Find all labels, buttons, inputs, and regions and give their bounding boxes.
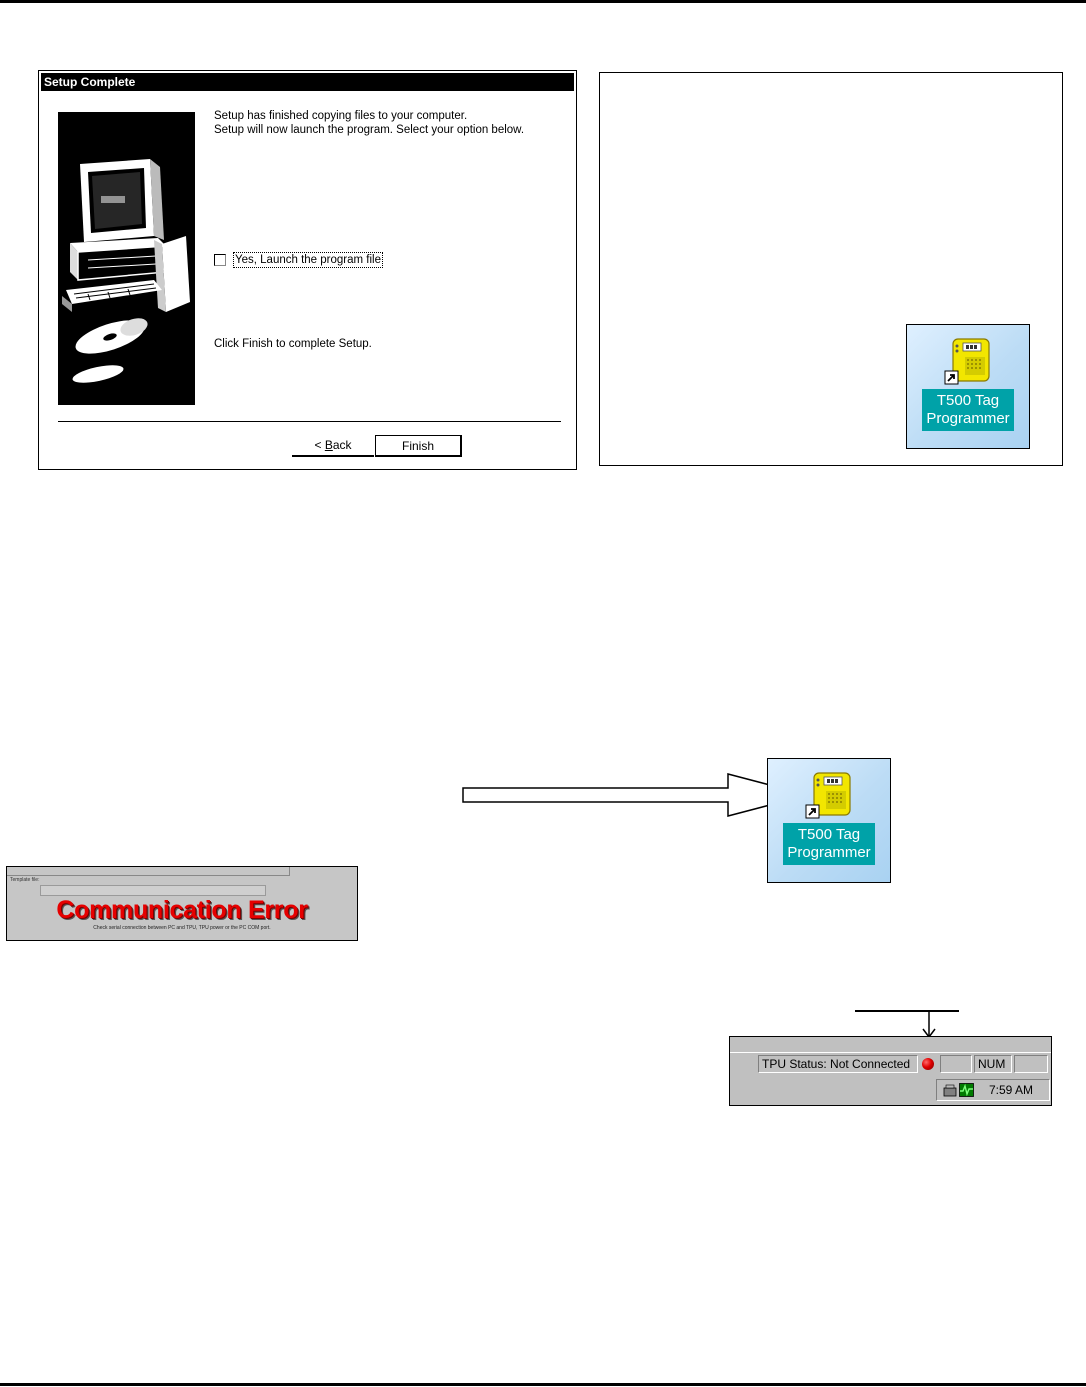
back-button-accel: B <box>324 438 333 452</box>
setup-complete-dialog: Setup Complete <box>38 70 577 470</box>
launch-program-checkbox[interactable] <box>214 254 226 266</box>
desktop-area: T500 Tag Programmer <box>599 72 1063 466</box>
num-lock-indicator: NUM <box>974 1055 1012 1073</box>
system-tray: 7:59 AM <box>936 1079 1050 1101</box>
tpu-status-pane: TPU Status: Not Connected <box>758 1055 918 1073</box>
back-button-rest: ack <box>332 438 352 452</box>
t500-shortcut-desktop[interactable]: T500 Tag Programmer <box>906 324 1030 449</box>
tag-programmer-icon <box>944 338 990 385</box>
dialog-title: Setup Complete <box>41 73 574 91</box>
shortcut-caption-line1: T500 Tag <box>797 826 861 843</box>
launch-program-option[interactable]: Yes, Launch the program file <box>214 252 383 268</box>
connection-hint: Check serial connection between PC and T… <box>93 925 271 931</box>
empty-status-pane <box>1014 1055 1048 1073</box>
template-file-field[interactable] <box>40 885 266 896</box>
back-button[interactable]: < Back <box>292 435 374 457</box>
network-activity-icon[interactable] <box>959 1083 974 1097</box>
dialog-message: Setup has finished copying files to your… <box>214 109 564 137</box>
blank-status-pane <box>940 1055 972 1073</box>
shortcut-caption: T500 Tag Programmer <box>922 389 1014 431</box>
panel-top-bar <box>7 867 290 876</box>
bottom-rule <box>0 1383 1086 1386</box>
shortcut-caption-line1: T500 Tag <box>936 392 1000 409</box>
message-line-1: Setup has finished copying files to your… <box>214 110 468 122</box>
tag-programmer-icon <box>805 772 851 819</box>
back-button-prefix: < <box>314 438 325 452</box>
launch-program-label[interactable]: Yes, Launch the program file <box>233 252 383 268</box>
connection-status-led <box>922 1058 934 1070</box>
computer-illustration <box>58 112 195 405</box>
pointer-arrow-icon <box>462 773 811 817</box>
communication-error-text: Communication Error <box>56 896 308 924</box>
top-rule <box>0 0 1086 3</box>
finish-instruction: Click Finish to complete Setup. <box>214 338 372 350</box>
dialog-separator <box>58 421 561 422</box>
message-line-2: Setup will now launch the program. Selec… <box>214 124 525 136</box>
shortcut-caption-line2: Programmer <box>787 844 871 861</box>
finish-button[interactable]: Finish <box>375 435 462 457</box>
status-bar: TPU Status: Not Connected NUM 7:59 AM <box>729 1036 1052 1106</box>
pointer-down-arrow-icon <box>922 1011 936 1039</box>
communication-error-panel: Template file: Communication Error Check… <box>6 866 358 941</box>
template-file-label: Template file: <box>10 877 40 883</box>
shortcut-caption-line2: Programmer <box>926 410 1010 427</box>
pointer-line <box>855 1010 959 1012</box>
disk-drive-icon[interactable] <box>943 1084 957 1097</box>
shortcut-caption: T500 Tag Programmer <box>783 823 875 865</box>
taskbar-clock[interactable]: 7:59 AM <box>989 1083 1034 1097</box>
status-bar-highlight <box>730 1052 1051 1053</box>
t500-shortcut-closeup[interactable]: T500 Tag Programmer <box>767 758 891 883</box>
